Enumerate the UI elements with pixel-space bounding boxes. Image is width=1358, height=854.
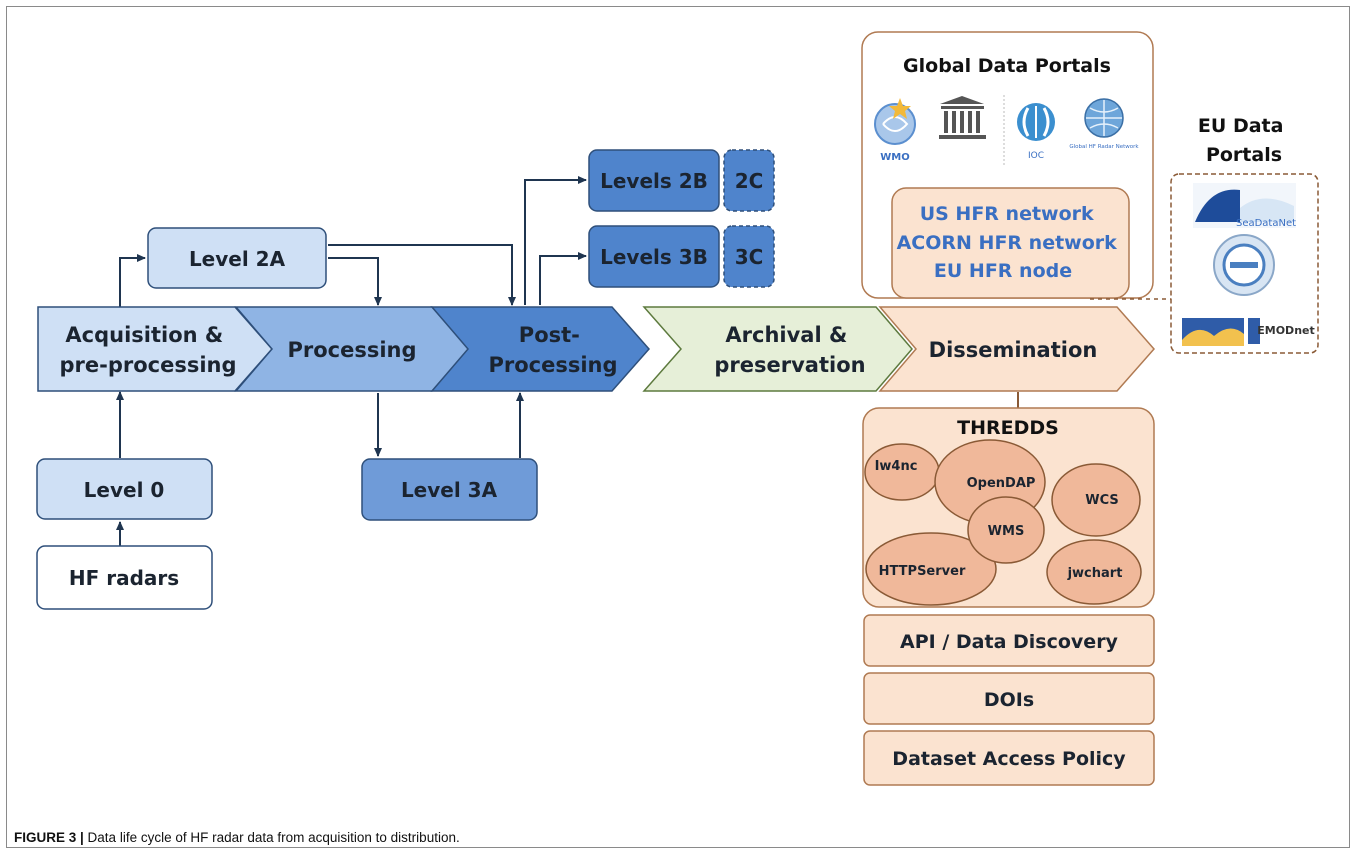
level3a-box <box>361 458 538 521</box>
arrow-post-to-levels3b <box>539 252 587 305</box>
global-portals-title: Global Data Portals <box>903 55 1111 77</box>
global-data-portals: Global Data Portals WMO IOC <box>861 31 1181 303</box>
eu-portals-title: EU Data Portals <box>1198 115 1290 166</box>
level2a-box <box>147 227 327 289</box>
levels3b-box <box>588 225 720 288</box>
level2c-label: 2C <box>735 169 764 193</box>
hf-radars-box <box>36 545 213 610</box>
emodnet-logo-icon: EMODnet <box>1182 318 1315 346</box>
figure-caption-label: FIGURE 3 | <box>14 830 84 845</box>
unesco-logo-icon <box>939 96 986 139</box>
arrow-level2a-to-postprocessing <box>328 244 516 306</box>
stage-processing-label: Processing <box>287 338 416 362</box>
wmo-logo-label: WMO <box>880 152 909 163</box>
policy-box <box>863 730 1155 786</box>
jwchart-label: jwchart <box>1067 566 1123 581</box>
levels2b-label: Levels 2B <box>600 169 708 193</box>
figure-caption: FIGURE 3 | Data life cycle of HF radar d… <box>14 830 460 845</box>
httpserver-node <box>865 532 997 606</box>
emodnet-logo-label: EMODnet <box>1257 324 1315 337</box>
hfr-networks-list: US HFR network ACORN HFR network EU HFR … <box>897 203 1124 282</box>
eu-data-portals: EU Data Portals SeaDataNet EMODnet <box>1170 115 1319 354</box>
figure-caption-text: Data life cycle of HF radar data from ac… <box>83 830 460 845</box>
policy-label: Dataset Access Policy <box>892 748 1126 770</box>
level0-box <box>36 458 213 520</box>
level3c-box <box>723 225 775 288</box>
pipeline: Acquisition & pre-processing Processing … <box>37 306 1155 392</box>
jwchart-node <box>1046 539 1142 605</box>
arrow-level2a-to-processing <box>328 257 382 306</box>
stage-dissemination <box>878 306 1155 392</box>
stage-post-processing <box>430 306 650 392</box>
global-hf-radar-logo-icon: Global HF Radar Network <box>1069 98 1139 150</box>
wms-node <box>967 496 1045 564</box>
stage-archival-label: Archival & preservation <box>714 323 865 377</box>
level0-label: Level 0 <box>84 478 165 502</box>
hfr-networks-box <box>891 187 1130 299</box>
levels2b-box <box>588 149 720 212</box>
levels3b-label: Levels 3B <box>600 245 708 269</box>
stage-dissemination-label: Dissemination <box>929 338 1098 362</box>
iw4nc-label: Iw4nc <box>875 459 918 474</box>
api-box <box>863 614 1155 667</box>
thredds-title: THREDDS <box>957 417 1059 439</box>
stage-acquisition-label: Acquisition & pre-processing <box>59 323 236 377</box>
stage-post-processing-label: Post- Processing <box>488 323 617 377</box>
level3a-label: Level 3A <box>401 478 498 502</box>
global-hf-radar-logo-label: Global HF Radar Network <box>1069 144 1139 150</box>
seadatanet-logo-label: SeaDataNet <box>1236 218 1296 229</box>
ioc-logo-icon: IOC <box>1017 103 1055 161</box>
figure-frame <box>6 6 1350 848</box>
api-label: API / Data Discovery <box>900 631 1119 653</box>
stage-archival <box>642 306 913 392</box>
dois-label: DOIs <box>984 689 1034 711</box>
level3c-label: 3C <box>735 245 764 269</box>
arrow-acquisition-to-level2a <box>119 254 146 307</box>
hf-radars-label: HF radars <box>69 566 179 590</box>
wcs-node <box>1051 463 1141 537</box>
wmo-logo-icon: WMO <box>874 98 916 163</box>
access-boxes <box>863 614 1155 786</box>
round-badge-logo-icon <box>1213 234 1275 296</box>
level2c-box <box>723 149 775 212</box>
level-boxes: Level 0 HF radars Level 2A Level 3A Leve… <box>36 149 775 610</box>
dois-box <box>863 672 1155 725</box>
thredds-panel: THREDDS Iw4nc OpenDAP WCS WMS HTTPServer… <box>862 407 1155 608</box>
wcs-label: WCS <box>1085 493 1118 508</box>
connectors <box>116 176 1019 546</box>
seadatanet-logo-icon: SeaDataNet <box>1193 183 1296 229</box>
level2a-label: Level 2A <box>189 247 286 271</box>
opendap-label: OpenDAP <box>967 476 1036 491</box>
stage-acquisition <box>37 306 273 392</box>
ioc-logo-label: IOC <box>1028 151 1044 161</box>
httpserver-label: HTTPServer <box>879 564 966 579</box>
wms-label: WMS <box>988 524 1025 539</box>
arrow-post-to-levels2b <box>524 176 587 305</box>
